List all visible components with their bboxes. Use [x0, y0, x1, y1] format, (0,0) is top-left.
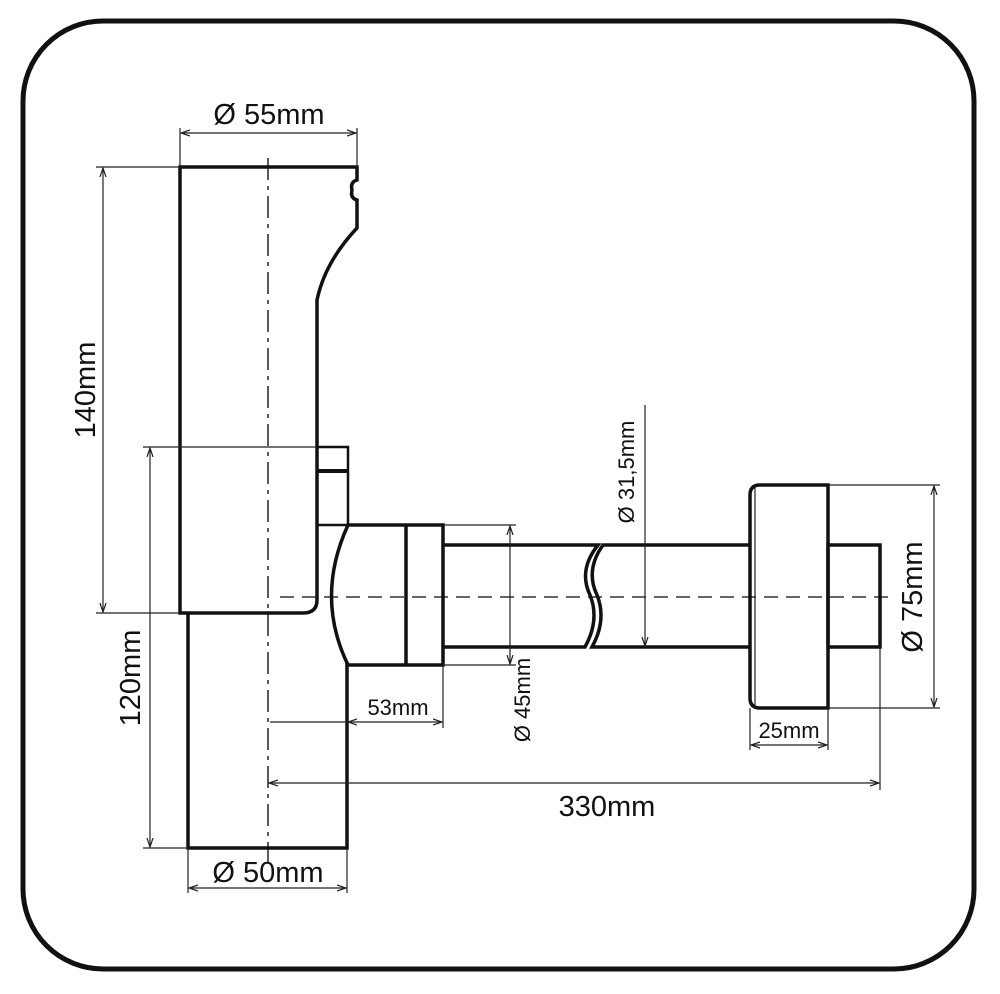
label-upper-height: 140mm: [70, 342, 102, 439]
label-flange-diameter: Ø 75mm: [897, 541, 929, 652]
wall-stub: [826, 543, 882, 649]
label-top-diameter: Ø 55mm: [213, 99, 324, 131]
label-body-depth: 53mm: [367, 695, 428, 720]
label-flange-width: 25mm: [758, 718, 819, 743]
connector-block: [315, 445, 350, 527]
upper-tube: [178, 165, 359, 615]
pipe-segment-right: [589, 543, 750, 649]
wall-flange: [748, 483, 830, 710]
label-total-length: 330mm: [559, 791, 656, 823]
lower-tube: [186, 613, 349, 850]
pipe-segment-left: [443, 543, 602, 649]
label-bottom-diameter: Ø 50mm: [212, 857, 323, 889]
label-lower-height: 120mm: [115, 630, 147, 727]
frame-border: [20, 18, 977, 972]
outlet-body: [329, 523, 445, 667]
label-body-diameter: Ø 45mm: [510, 658, 535, 742]
label-pipe-diameter: Ø 31,5mm: [614, 421, 639, 524]
